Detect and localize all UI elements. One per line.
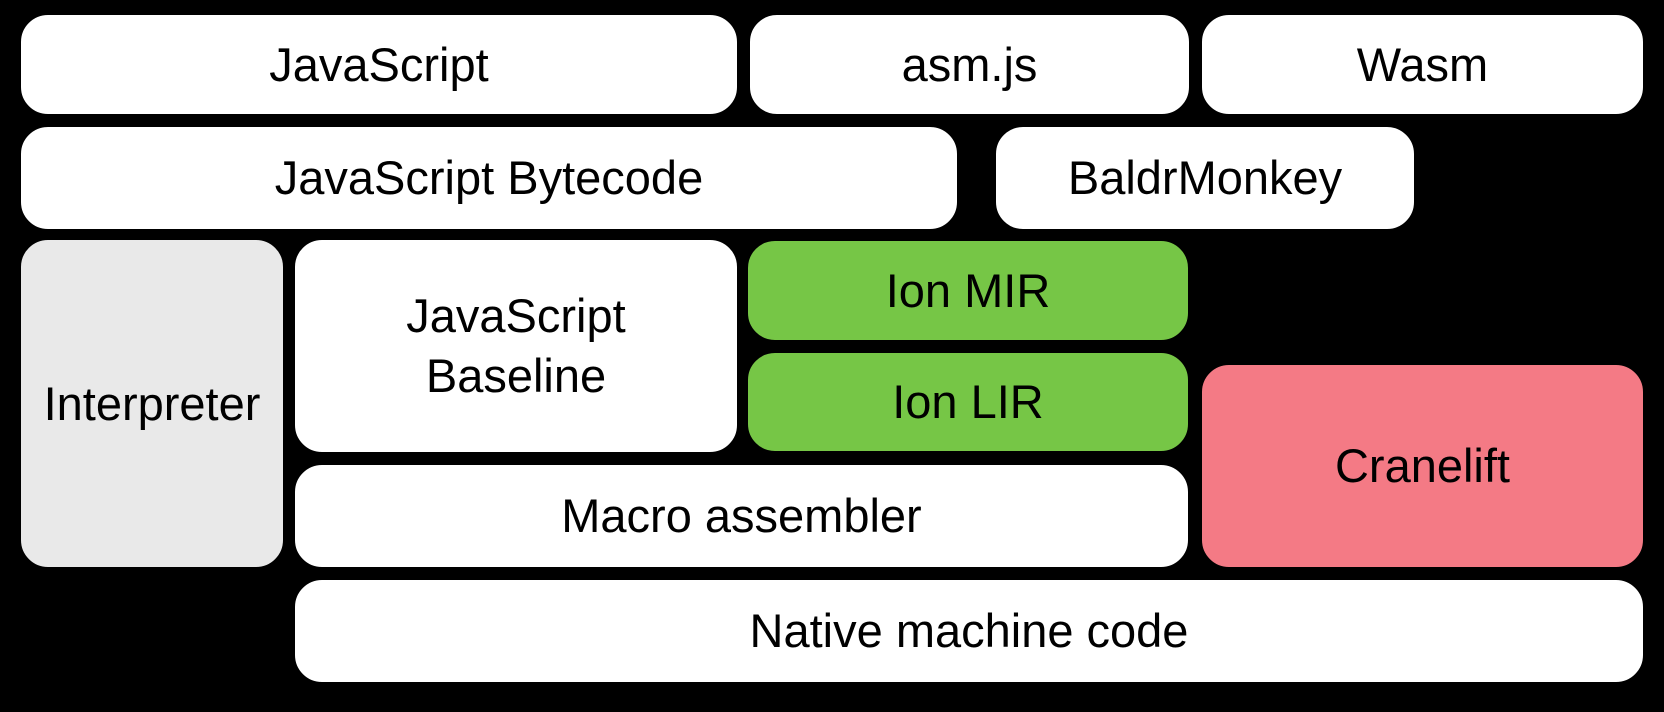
node-macro-assembler: Macro assembler: [292, 462, 1191, 570]
node-interpreter: Interpreter: [18, 237, 286, 570]
node-javascript-bytecode: JavaScript Bytecode: [18, 124, 960, 232]
node-native-machine-code: Native machine code: [292, 577, 1646, 685]
node-baldrmonkey: BaldrMonkey: [993, 124, 1417, 232]
node-ion-lir: Ion LIR: [745, 350, 1191, 454]
node-javascript-baseline: JavaScript Baseline: [292, 237, 740, 455]
node-wasm: Wasm: [1199, 12, 1646, 117]
node-cranelift: Cranelift: [1199, 362, 1646, 570]
node-asmjs: asm.js: [747, 12, 1192, 117]
node-javascript: JavaScript: [18, 12, 740, 117]
node-ion-mir: Ion MIR: [745, 238, 1191, 343]
